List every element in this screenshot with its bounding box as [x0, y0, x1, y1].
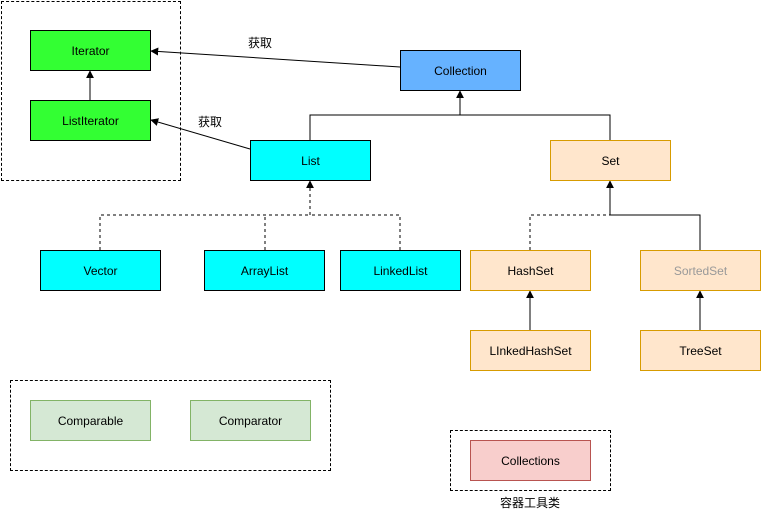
edge-sortedset-set [610, 214, 701, 250]
node-comparator[interactable]: Comparator [190, 400, 311, 441]
edge-list-collection [309, 114, 460, 140]
node-vector[interactable]: Vector [40, 250, 161, 291]
edge-list-listiterator [150, 118, 251, 150]
node-list[interactable]: List [250, 140, 371, 181]
node-tree-set[interactable]: TreeSet [640, 330, 761, 371]
node-collection[interactable]: Collection [400, 50, 521, 91]
node-sorted-set[interactable]: SortedSet [640, 250, 761, 291]
edge-label-collection-iterator: 获取 [248, 36, 273, 50]
node-list-iterator[interactable]: ListIterator [30, 100, 151, 141]
edge-label-list-listiterator: 获取 [198, 115, 223, 129]
iterator-group [1, 1, 181, 181]
tools-group-label: 容器工具类 [500, 496, 561, 510]
edge-vector-list [99, 214, 310, 250]
comparator-group [10, 380, 331, 471]
edge-linkedlist-list [310, 214, 401, 250]
node-linked-list[interactable]: LinkedList [340, 250, 461, 291]
node-set[interactable]: Set [550, 140, 671, 181]
edge-set-collection [460, 114, 611, 140]
node-iterator[interactable]: Iterator [30, 30, 151, 71]
edge-collection-iterator [150, 47, 401, 68]
node-linked-hash-set[interactable]: LInkedHashSet [470, 330, 591, 371]
node-array-list[interactable]: ArrayList [204, 250, 325, 291]
tools-group [450, 430, 611, 491]
node-comparable[interactable]: Comparable [30, 400, 151, 441]
node-hash-set[interactable]: HashSet [470, 250, 591, 291]
node-collections[interactable]: Collections [470, 440, 591, 481]
edge-hashset-set [529, 214, 610, 250]
